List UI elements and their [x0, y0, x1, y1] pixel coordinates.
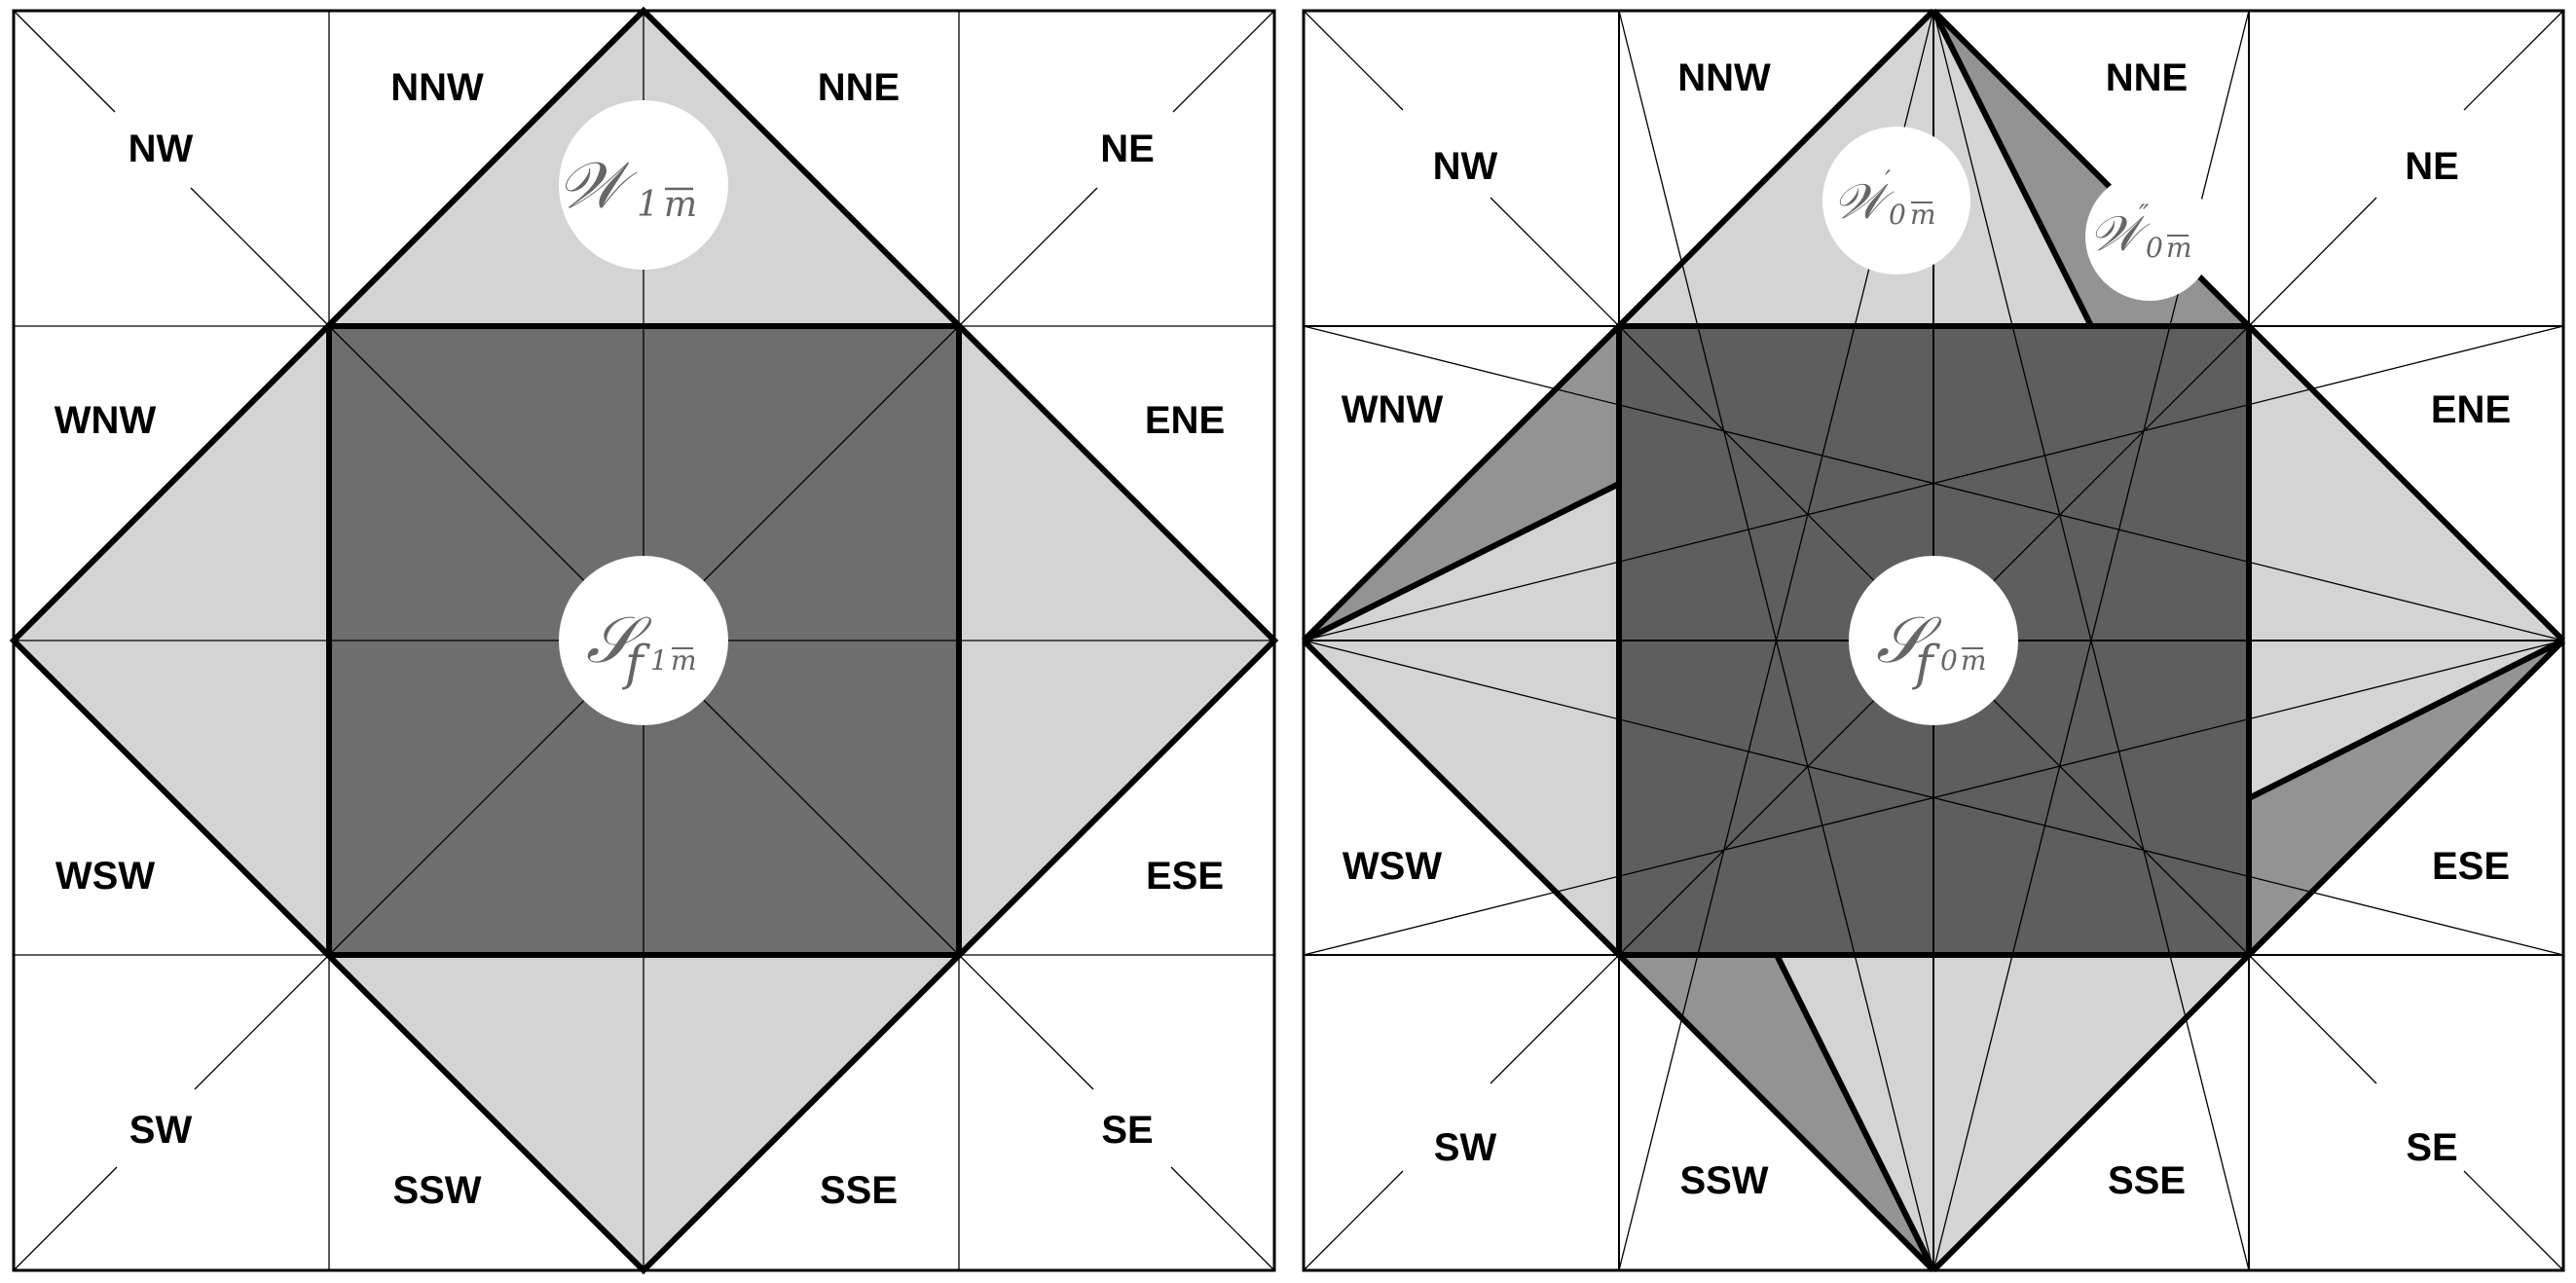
right-label-nne: NNE [2106, 56, 2188, 99]
left-center-symbol-sub: 1 [650, 644, 668, 677]
right-label-wsw: WSW [1343, 845, 1442, 888]
right-center-symbol-sub: 0 [1940, 644, 1958, 677]
right-upper-symbol-2-sub: 0 [2146, 232, 2163, 264]
right-upper-label-circle-1 [1822, 127, 1970, 275]
right-upper-symbol-2-prime: ″ [2139, 199, 2150, 231]
left-label-nnw: NNW [390, 66, 484, 109]
right-label-nnw: NNW [1677, 56, 1771, 99]
left-label-nw: NW [129, 128, 194, 170]
right-label-ssw: SSW [1679, 1159, 1768, 1202]
right-panel: 𝒲 ′ 0 m 𝒲 ″ 0 m 𝒮 f 0 m NW NNW NNE NE [1301, 8, 2566, 1273]
left-center-label-circle [559, 556, 728, 725]
right-upper-symbol-1-sub: 0 [1889, 199, 1906, 231]
right-corner-lines [1303, 10, 2564, 1271]
right-label-sw: SW [1434, 1126, 1497, 1169]
right-label-ne: NE [2405, 145, 2459, 188]
left-outer-symbol-mark: m [664, 185, 697, 225]
right-label-ene: ENE [2431, 388, 2511, 431]
left-label-ssw: SSW [392, 1169, 481, 1212]
right-label-ese: ESE [2432, 845, 2510, 888]
left-outer-label-circle [559, 100, 728, 270]
left-label-nne: NNE [818, 66, 900, 109]
right-label-nw: NW [1433, 145, 1498, 188]
left-label-se: SE [1101, 1109, 1153, 1152]
left-label-ese: ESE [1146, 855, 1224, 898]
left-center-symbol-mark: m [671, 644, 697, 677]
right-center-symbol-mark: m [1961, 644, 1987, 677]
right-label-sse: SSE [2108, 1159, 2186, 1202]
left-label-sse: SSE [820, 1169, 898, 1212]
right-upper-symbol-1-mark: m [1910, 199, 1936, 231]
left-panel: 𝒲 1 m 𝒮 f 1 m NW NNW NNE NE WNW ENE WSW … [9, 6, 1279, 1275]
left-direction-labels: NW NNW NNE NE WNW ENE WSW ESE SW SSW SSE… [55, 66, 1225, 1212]
right-direction-labels: NW NNW NNE NE WNW ENE WSW ESE SW SSW SSE… [1342, 56, 2511, 1202]
left-outer-symbol: 𝒲 1 m [557, 148, 697, 225]
left-label-wnw: WNW [55, 399, 157, 442]
left-label-ene: ENE [1145, 399, 1225, 442]
right-center-label-circle [1849, 556, 2018, 725]
left-label-sw: SW [129, 1109, 193, 1152]
right-bold-outline [1301, 8, 2566, 1273]
right-upper-label-circle-2 [2085, 172, 2214, 301]
right-upper-symbol-2-mark: m [2166, 232, 2192, 264]
left-grid [14, 11, 1274, 1270]
left-label-wsw: WSW [55, 855, 155, 898]
left-label-ne: NE [1100, 128, 1155, 170]
left-outer-symbol-main: 𝒲 [557, 148, 638, 223]
right-label-se: SE [2406, 1126, 2457, 1169]
right-label-wnw: WNW [1342, 388, 1444, 431]
right-upper-symbol-1: 𝒲 ′ 0 m [1833, 165, 1936, 231]
left-outer-symbol-sub: 1 [637, 185, 659, 225]
right-upper-symbol-1-prime: ′ [1885, 165, 1892, 197]
right-upper-symbol-2: 𝒲 ″ 0 m [2089, 199, 2192, 264]
